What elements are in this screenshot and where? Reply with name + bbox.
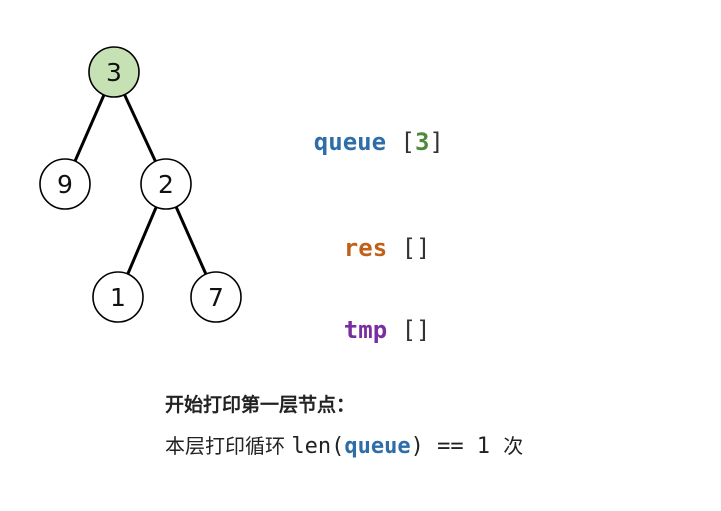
tree-node-7: 7 (190, 271, 242, 323)
tmp-value: [] (401, 316, 431, 344)
queue-label: queue (313, 128, 387, 156)
tree-node-9: 9 (39, 158, 91, 210)
caption-code-queue: queue (344, 434, 411, 459)
caption-suffix: 次 (503, 434, 524, 458)
tree-node-2: 2 (140, 158, 192, 210)
tree-edge-n3-n2 (123, 93, 157, 163)
tree-node-circle (92, 271, 144, 323)
tree-node-label: 9 (57, 170, 73, 199)
tree-node-3: 3 (88, 46, 140, 98)
tree-node-circle (88, 46, 140, 98)
tree-edge-n3-n9 (73, 93, 106, 163)
queue-close-bracket: ] (429, 128, 444, 156)
tmp-row: tmp [] (286, 288, 431, 372)
caption-code-len: len( (291, 434, 345, 459)
tree-node-label: 3 (106, 58, 122, 87)
caption-code-eq: ) == 1 (410, 434, 504, 459)
queue-row: queue [3] (256, 100, 444, 184)
tree-node-label: 2 (158, 170, 174, 199)
tmp-label: tmp (343, 316, 388, 344)
tree-node-label: 7 (208, 283, 224, 312)
caption-prefix: 本层打印循环 (165, 434, 292, 458)
tree-node-circle (190, 271, 242, 323)
res-label: res (343, 234, 388, 262)
tree-node-circle (140, 158, 192, 210)
caption-loop-text: 本层打印循环 len(queue) == 1 次 (165, 430, 523, 459)
tree-node-label: 1 (110, 283, 126, 312)
res-row: res [] (286, 206, 431, 290)
tree-node-1: 1 (92, 271, 144, 323)
tree-node-circle (39, 158, 91, 210)
tree-edge-n2-n7 (174, 205, 208, 276)
res-value: [] (401, 234, 431, 262)
tree-edge-n2-n1 (126, 205, 158, 276)
queue-value: 3 (414, 128, 430, 156)
queue-open-bracket: [ (400, 128, 415, 156)
caption: 开始打印第一层节点： 本层打印循环 len(queue) == 1 次 (165, 390, 523, 459)
caption-title: 开始打印第一层节点： (165, 394, 356, 416)
